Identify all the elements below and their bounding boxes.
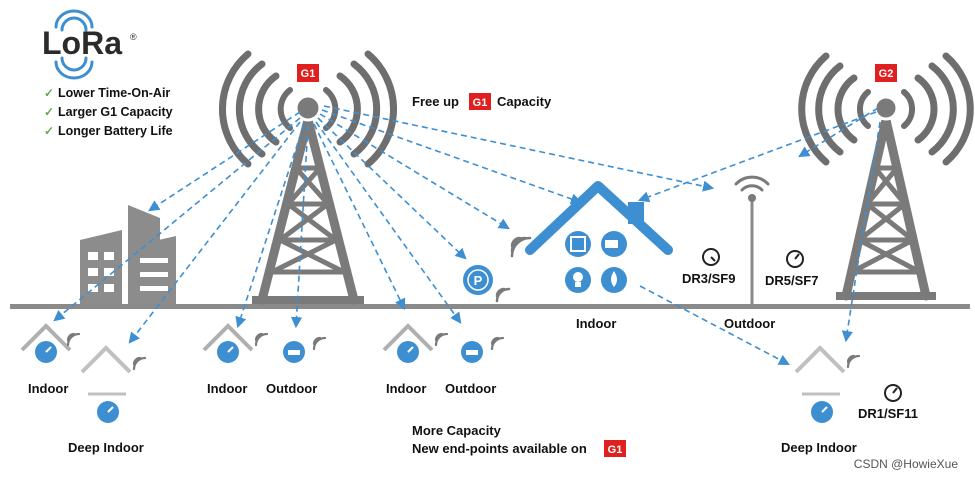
- label-dr5: DR5/SF7: [765, 273, 818, 288]
- gauge-icon: [702, 248, 720, 266]
- camera-icon: [601, 231, 627, 257]
- g1-badge: G1: [297, 64, 319, 82]
- label-indoor-left: Indoor: [28, 381, 68, 396]
- more-capacity-caption: More Capacity New end-points available o…: [412, 423, 626, 457]
- outdoor-antenna: [734, 175, 770, 304]
- gateway-tower-g2: G2: [798, 52, 974, 301]
- label-outdoor-mid2: Outdoor: [445, 381, 496, 396]
- signal-icon: [495, 287, 511, 303]
- watermark: CSDN @HowieXue: [854, 457, 959, 471]
- lora-signal-icon: [54, 9, 94, 80]
- label-indoor-mid2: Indoor: [386, 381, 426, 396]
- water-drop-icon: [601, 267, 627, 293]
- label-deep-indoor-right: Deep Indoor: [781, 440, 857, 455]
- lightbulb-icon: [565, 267, 591, 293]
- free-up-prefix: Free up: [412, 94, 459, 109]
- label-outdoor-mid1: Outdoor: [266, 381, 317, 396]
- free-up-caption: Free up G1 Capacity: [412, 93, 552, 110]
- new-endpoints-text: New end-points available on: [412, 441, 587, 456]
- registered-mark: ®: [130, 32, 137, 42]
- indoor-sensor-mid1: [202, 323, 269, 363]
- check-icon: ✓: [44, 86, 54, 100]
- gauge-icon: [884, 384, 902, 402]
- smart-house: [510, 181, 673, 293]
- indoor-sensor-left: [20, 323, 81, 363]
- city-buildings: [80, 205, 176, 304]
- ground-line: [10, 304, 970, 309]
- feature-list: ✓ Lower Time-On-Air ✓ Larger G1 Capacity…: [44, 86, 173, 138]
- parking-sensor: P: [463, 265, 511, 303]
- thermostat-icon: [565, 231, 591, 257]
- deep-indoor-sensor-left: [80, 345, 147, 423]
- label-indoor-house: Indoor: [576, 316, 616, 331]
- free-up-badge: G1: [473, 97, 488, 109]
- gauge-icon: [786, 250, 804, 268]
- radio-links: [53, 105, 881, 366]
- lora-logo: LoRa ®: [42, 9, 137, 80]
- feature-item: Longer Battery Life: [58, 124, 173, 138]
- label-indoor-mid1: Indoor: [207, 381, 247, 396]
- outdoor-sensor-mid1: [283, 336, 327, 363]
- free-up-suffix: Capacity: [497, 94, 552, 109]
- label-deep-indoor-left: Deep Indoor: [68, 440, 144, 455]
- label-outdoor-right: Outdoor: [724, 316, 775, 331]
- deep-indoor-sensor-right: [794, 345, 861, 423]
- check-icon: ✓: [44, 105, 54, 119]
- signal-icon: [510, 236, 532, 258]
- parking-letter: P: [474, 273, 483, 288]
- feature-item: Larger G1 Capacity: [58, 105, 173, 119]
- radio-waves-icon: [798, 52, 974, 166]
- g2-badge-label: G2: [879, 68, 894, 80]
- label-dr3: DR3/SF9: [682, 271, 735, 286]
- indoor-sensor-mid2: [382, 323, 449, 363]
- radio-waves-icon: [218, 50, 398, 168]
- g2-badge: G2: [875, 64, 897, 82]
- label-dr1: DR1/SF11: [858, 406, 918, 421]
- g1-badge-label: G1: [301, 68, 316, 80]
- outdoor-sensor-mid2: [461, 336, 505, 363]
- gateway-tower-g1: G1: [218, 50, 398, 305]
- more-capacity-text: More Capacity: [412, 423, 502, 438]
- logo-text: LoRa: [42, 25, 122, 61]
- check-icon: ✓: [44, 124, 54, 138]
- feature-item: Lower Time-On-Air: [58, 86, 170, 100]
- new-endpoints-badge: G1: [608, 444, 623, 456]
